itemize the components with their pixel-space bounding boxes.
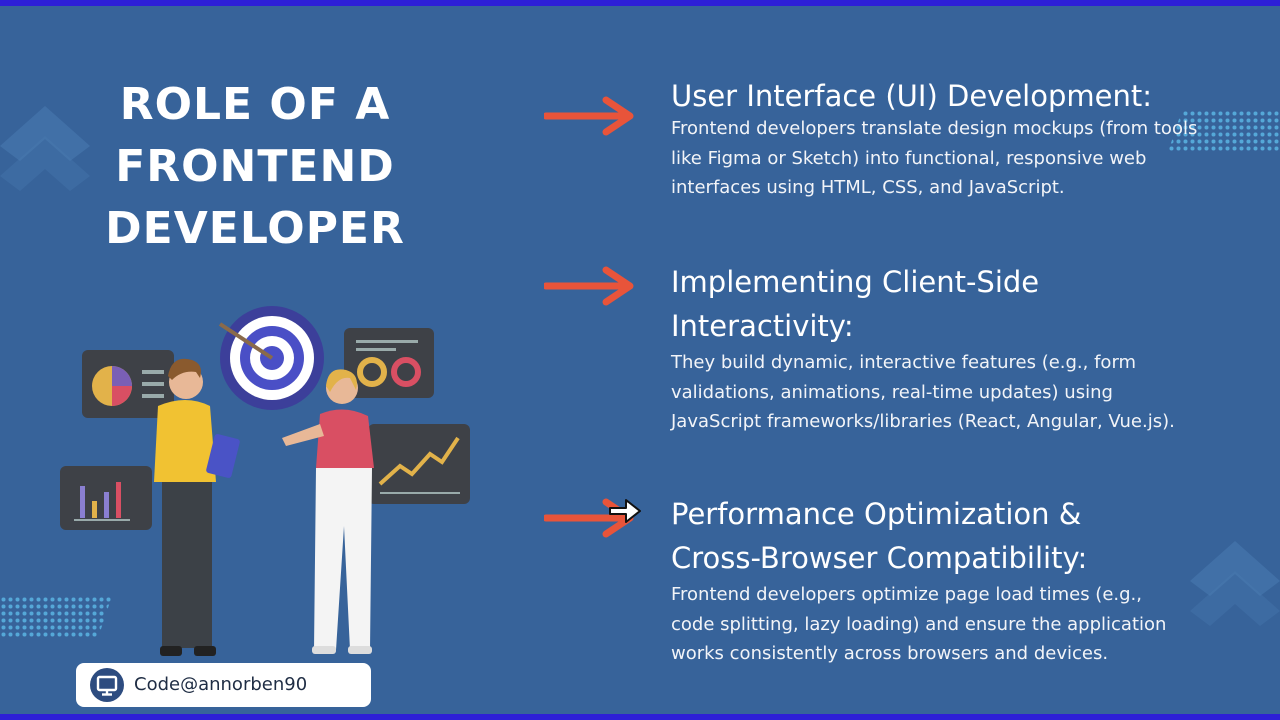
person-male [154, 358, 240, 656]
chevron-decoration-left [0, 106, 90, 191]
dot-pattern-top-right [1168, 110, 1280, 152]
line-chart-icon [368, 424, 470, 504]
person-female [282, 369, 374, 654]
target-icon [218, 306, 324, 410]
donut-chart-icon [344, 328, 434, 398]
dot-pattern-bottom-left [0, 596, 112, 638]
arrow-right-icon [544, 96, 634, 136]
slide-title: ROLE OF A FRONTEND DEVELOPER [105, 79, 405, 254]
section-1-title: User Interface (UI) Development: [671, 79, 1152, 113]
footer-handle-text: Code@annorben90 [134, 674, 308, 695]
section-3-title: Performance Optimization & Cross-Browser… [671, 497, 1088, 575]
section-2-title: Implementing Client-Side Interactivity: [671, 265, 1040, 343]
bar-chart-icon [60, 466, 152, 530]
section-1-body: Frontend developers translate design moc… [671, 118, 1198, 198]
arrow-right-icon [544, 266, 634, 306]
section-3-body: Frontend developers optimize page load t… [671, 584, 1167, 664]
footer-handle-badge: Code@annorben90 [76, 663, 371, 707]
cursor-arrow-icon [609, 499, 641, 523]
pie-chart-icon [82, 350, 174, 418]
monitor-icon [90, 668, 124, 702]
developers-illustration [60, 306, 470, 656]
slide: ROLE OF A FRONTEND DEVELOPER User Interf… [0, 6, 1280, 714]
chevron-decoration-right [1190, 541, 1280, 626]
section-2-body: They build dynamic, interactive features… [671, 352, 1175, 432]
